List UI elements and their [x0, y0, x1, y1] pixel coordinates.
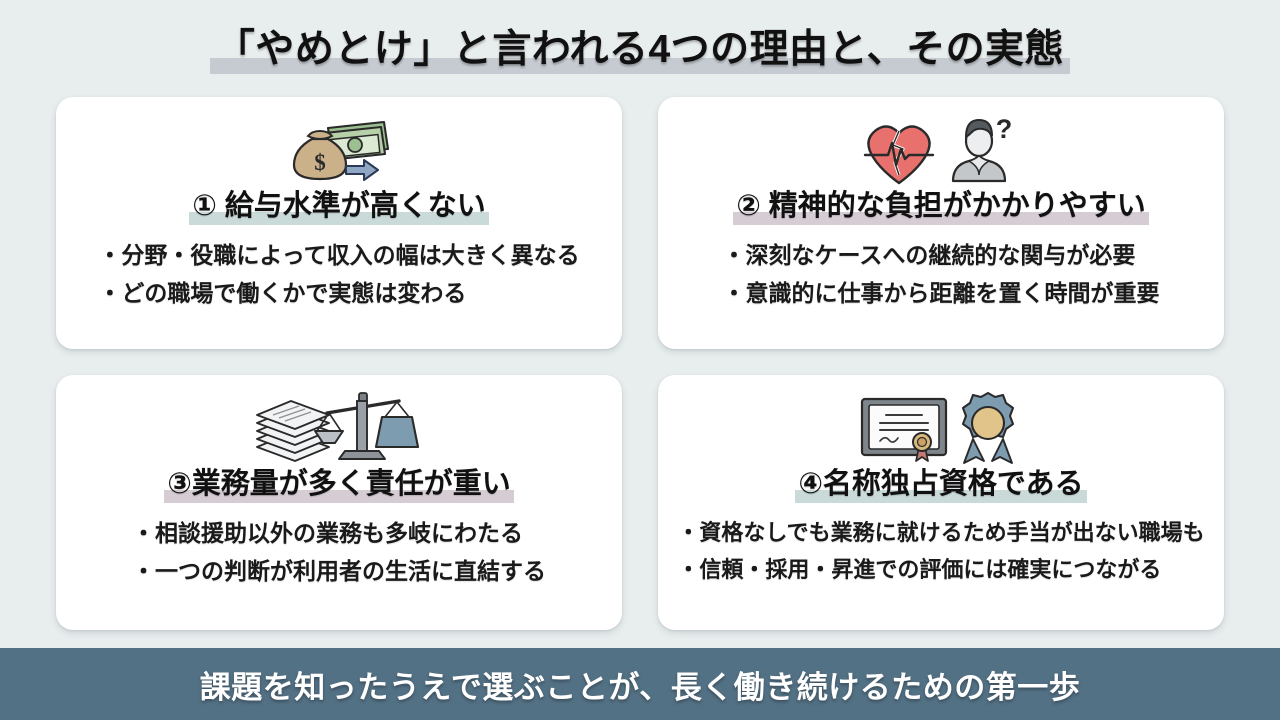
reason-card-4-heading: ④名称独占資格である [795, 468, 1087, 504]
reason-card-4-icons [856, 391, 1026, 465]
reason-card-3-bullets: ・相談援助以外の業務も多岐にわたる ・一つの判断が利用者の生活に直結する [132, 520, 546, 584]
list-item: ・分野・役職によって収入の幅は大きく異なる [98, 242, 580, 269]
reason-card-1-heading-text: ① 給与水準が高くない [192, 190, 486, 222]
reason-card-3-heading-highlight [164, 490, 514, 504]
list-item: ・どの職場で働くかで実態は変わる [98, 279, 467, 306]
page-title-text: 「やめとけ」と言われる4つの理由と、その実態 [215, 27, 1065, 71]
bottom-banner: 課題を知ったうえで選ぶことが、長く働き続けるための第一歩 [0, 648, 1280, 720]
broken-heart-heartbeat-icon: ? [863, 114, 1013, 185]
list-item: ・信頼・採用・昇進での評価には確実につながる [677, 556, 1162, 582]
reason-card-4-bullets: ・資格なしでも業務に就けるため手当が出ない職場も ・信頼・採用・昇進での評価には… [677, 520, 1204, 582]
award-rosette-icon [961, 391, 1015, 464]
svg-text:$: $ [314, 150, 326, 175]
unbalanced-scale-icon [314, 392, 420, 460]
reason-card-1-icons: $ [284, 113, 394, 187]
certificate-icon [860, 391, 1015, 464]
reason-card-2-bullets: ・深刻なケースへの継続的な関与が必要 ・意識的に仕事から距離を置く時間が重要 [723, 242, 1160, 306]
reason-card-4: ④名称独占資格である ・資格なしでも業務に就けるため手当が出ない職場も ・信頼・… [658, 375, 1224, 630]
bottom-banner-text: 課題を知ったうえで選ぶことが、長く働き続けるための第一歩 [199, 669, 1081, 705]
title-highlight-bar [209, 57, 1071, 74]
money-bag-icon: $ [292, 120, 390, 181]
reason-card-2-heading-highlight [733, 212, 1149, 226]
slide-title-area: 「やめとけ」と言われる4つの理由と、その実態 [0, 18, 1280, 80]
money-bag-shape: $ [292, 129, 348, 181]
worried-person-question-icon: ? [951, 114, 1013, 183]
reason-card-2-heading-text: ② 精神的な負担がかかりやすい [736, 190, 1146, 222]
reason-card-grid: $ ① 給与水準が高くない ・分野・役職によって収入の幅は大きく異なる ・どの職… [56, 97, 1224, 632]
reason-card-3-heading: ③業務量が多く責任が重い [164, 468, 514, 504]
list-item: ・相談援助以外の業務も多岐にわたる [132, 520, 523, 547]
reason-card-3: ③業務量が多く責任が重い ・相談援助以外の業務も多岐にわたる ・一つの判断が利用… [56, 375, 622, 630]
reason-card-1-heading: ① 給与水準が高くない [189, 190, 489, 226]
reason-card-2: ? ② 精神的な負担がかかりやすい ・深刻なケースへの継続的な関与が必要 ・意識… [658, 97, 1224, 349]
reason-card-4-heading-text: ④名称独占資格である [798, 468, 1084, 500]
list-item: ・資格なしでも業務に就けるため手当が出ない職場も [677, 520, 1205, 546]
reason-card-3-heading-text: ③業務量が多く責任が重い [167, 468, 511, 500]
reason-card-1-bullets: ・分野・役職によって収入の幅は大きく異なる ・どの職場で働くかで実態は変わる [98, 242, 579, 306]
reason-card-1: $ ① 給与水準が高くない ・分野・役職によって収入の幅は大きく異なる ・どの職… [56, 97, 622, 349]
paper-stack-icon [256, 392, 420, 462]
list-item: ・深刻なケースへの継続的な関与が必要 [722, 242, 1136, 269]
list-item: ・意識的に仕事から距離を置く時間が重要 [722, 279, 1160, 306]
page-title: 「やめとけ」と言われる4つの理由と、その実態 [209, 27, 1071, 74]
reason-card-4-heading-highlight [795, 490, 1087, 504]
reason-card-3-icons [249, 391, 429, 465]
svg-text:?: ? [996, 114, 1013, 144]
reason-card-1-heading-highlight [189, 212, 489, 226]
reason-card-2-heading: ② 精神的な負担がかかりやすい [733, 190, 1149, 226]
list-item: ・一つの判断が利用者の生活に直結する [132, 557, 546, 584]
reason-card-2-icons: ? [861, 113, 1021, 187]
arrow-right-icon [345, 159, 379, 181]
